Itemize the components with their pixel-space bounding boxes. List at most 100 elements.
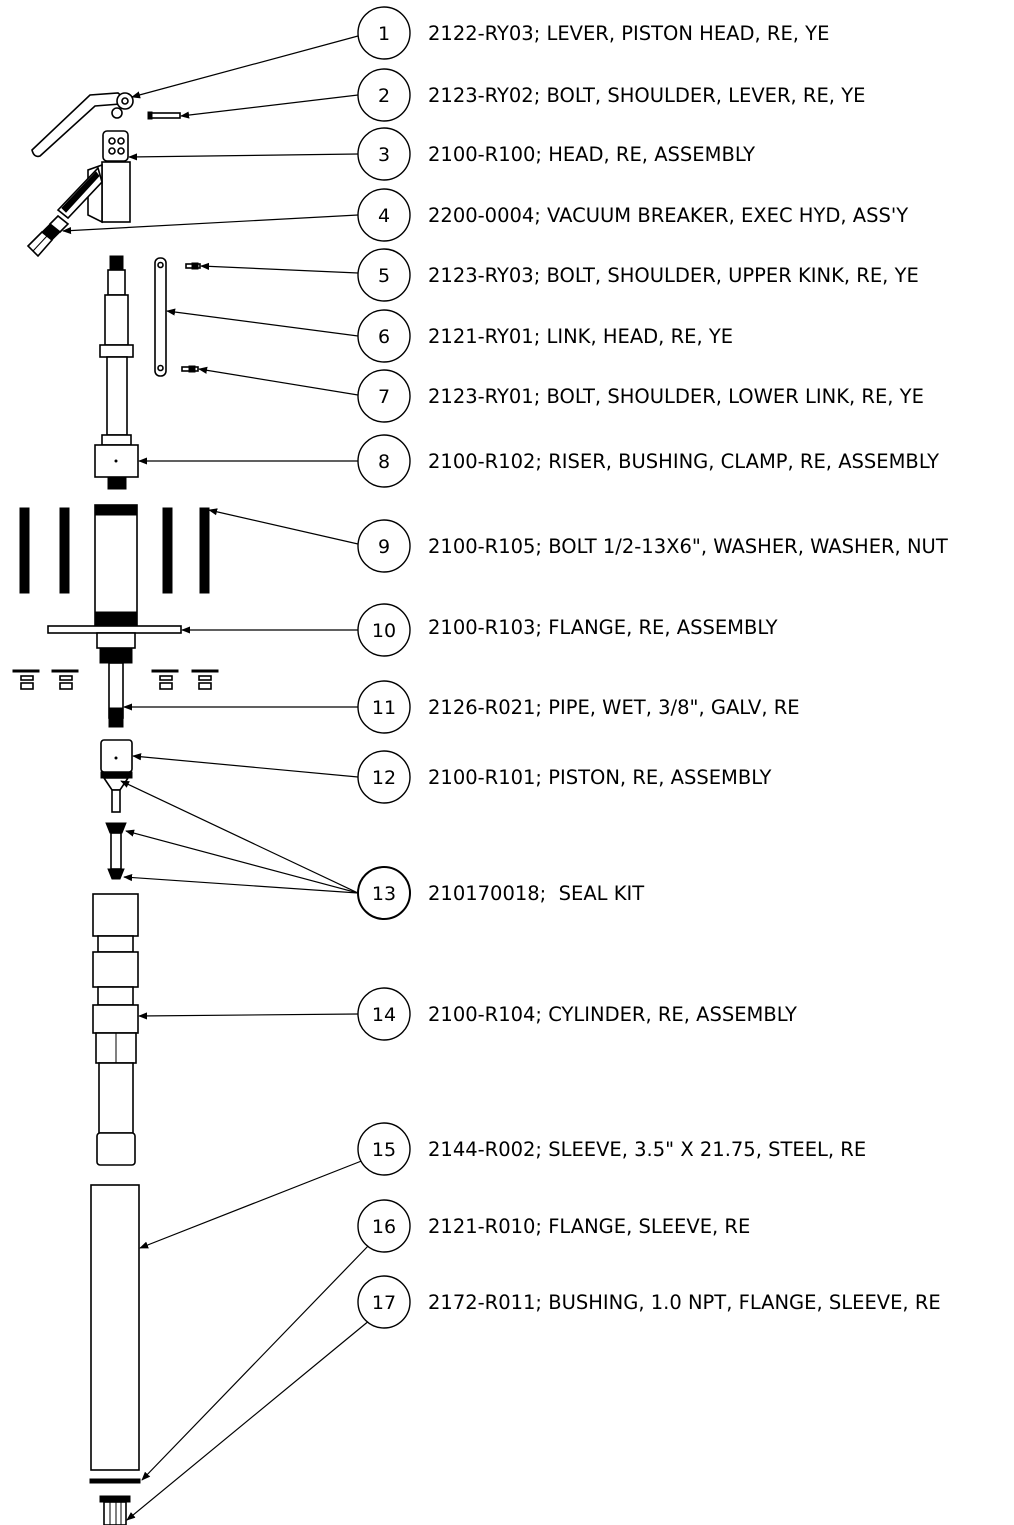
leader-16 xyxy=(141,1243,371,1481)
balloon-number: 10 xyxy=(372,620,396,642)
part-head-assembly xyxy=(56,130,131,224)
callout-7: 7 2123-RY01; BOLT, SHOULDER, LOWER LINK,… xyxy=(357,369,924,423)
part-label: 2100-R100; HEAD, RE, ASSEMBLY xyxy=(428,143,755,166)
balloon-15 xyxy=(357,1122,411,1176)
part-upper-bolt xyxy=(185,262,201,270)
part-flange-assembly xyxy=(47,504,182,664)
callout-13: 13 210170018; SEAL KIT xyxy=(357,866,644,920)
callout-10: 10 2100-R103; FLANGE, RE, ASSEMBLY xyxy=(357,603,778,657)
part-piston-rod xyxy=(99,255,134,436)
balloon-number: 17 xyxy=(372,1292,396,1314)
leader-lines xyxy=(62,35,371,1521)
callout-2: 2 2123-RY02; BOLT, SHOULDER, LEVER, RE, … xyxy=(357,68,865,122)
leader-13c xyxy=(123,873,359,894)
balloon-number: 7 xyxy=(378,386,390,408)
balloon-12 xyxy=(357,750,411,804)
part-label: 2123-RY02; BOLT, SHOULDER, LEVER, RE, YE xyxy=(428,84,865,107)
balloon-6 xyxy=(357,309,411,363)
balloon-17 xyxy=(357,1275,411,1329)
callout-14: 14 2100-R104; CYLINDER, RE, ASSEMBLY xyxy=(357,987,797,1041)
balloon-number: 6 xyxy=(378,326,390,348)
callout-1: 1 2122-RY03; LEVER, PISTON HEAD, RE, YE xyxy=(357,6,829,60)
part-piston-assembly xyxy=(100,739,133,813)
balloon-number: 15 xyxy=(372,1139,396,1161)
part-lever xyxy=(31,92,134,158)
callout-3: 3 2100-R100; HEAD, RE, ASSEMBLY xyxy=(357,127,755,181)
callout-6: 6 2121-RY01; LINK, HEAD, RE, YE xyxy=(357,309,733,363)
part-bolts xyxy=(19,507,210,594)
part-label: 2100-R103; FLANGE, RE, ASSEMBLY xyxy=(428,616,778,639)
callout-17: 17 2172-R011; BUSHING, 1.0 NPT, FLANGE, … xyxy=(357,1275,941,1329)
part-wet-pipe xyxy=(108,662,124,728)
leader-7 xyxy=(198,366,359,396)
leader-15 xyxy=(139,1159,365,1249)
leader-3 xyxy=(128,153,359,161)
part-label: 2100-R101; PISTON, RE, ASSEMBLY xyxy=(428,766,771,789)
balloon-number: 2 xyxy=(378,85,390,107)
part-vacuum-breaker xyxy=(26,214,70,258)
balloon-number: 13 xyxy=(372,883,396,905)
part-sleeve-flange xyxy=(89,1478,141,1484)
leader-9 xyxy=(208,508,359,545)
balloon-number: 4 xyxy=(378,205,390,227)
balloon-number: 3 xyxy=(378,144,390,166)
balloon-8 xyxy=(357,434,411,488)
part-link xyxy=(154,257,167,377)
leader-13b xyxy=(125,829,359,894)
leader-5 xyxy=(200,262,359,274)
leader-13a xyxy=(120,780,359,894)
leader-6 xyxy=(166,308,359,337)
balloon-16 xyxy=(357,1199,411,1253)
part-label: 2121-RY01; LINK, HEAD, RE, YE xyxy=(428,325,733,348)
callout-5: 5 2123-RY03; BOLT, SHOULDER, UPPER KINK,… xyxy=(357,248,919,302)
balloon-13 xyxy=(357,866,411,920)
balloon-number: 9 xyxy=(378,536,390,558)
callout-11: 11 2126-R021; PIPE, WET, 3/8", GALV, RE xyxy=(357,680,800,734)
leader-17 xyxy=(126,1319,371,1521)
leader-1 xyxy=(131,35,359,99)
balloon-number: 1 xyxy=(378,23,390,45)
balloon-3 xyxy=(357,127,411,181)
balloon-14 xyxy=(357,987,411,1041)
part-label: 2100-R102; RISER, BUSHING, CLAMP, RE, AS… xyxy=(428,450,939,473)
part-washers-nuts xyxy=(12,669,219,690)
balloon-1 xyxy=(357,6,411,60)
balloon-number: 5 xyxy=(378,265,390,287)
part-lower-bolt xyxy=(181,365,199,373)
balloon-10 xyxy=(357,603,411,657)
balloon-5 xyxy=(357,248,411,302)
part-label: 2100-R105; BOLT 1/2-13X6", WASHER, WASHE… xyxy=(428,535,948,558)
part-label: 2200-0004; VACUUM BREAKER, EXEC HYD, ASS… xyxy=(428,204,908,227)
balloon-7 xyxy=(357,369,411,423)
balloon-number: 14 xyxy=(372,1004,396,1026)
part-cylinder-assembly xyxy=(92,893,139,1166)
leader-2 xyxy=(180,94,359,119)
callout-12: 12 2100-R101; PISTON, RE, ASSEMBLY xyxy=(357,750,771,804)
callout-9: 9 2100-R105; BOLT 1/2-13X6", WASHER, WAS… xyxy=(357,519,948,573)
callout-16: 16 2121-R010; FLANGE, SLEEVE, RE xyxy=(357,1199,750,1253)
part-label: 2123-RY01; BOLT, SHOULDER, LOWER LINK, R… xyxy=(428,385,924,408)
balloon-9 xyxy=(357,519,411,573)
balloon-number: 11 xyxy=(372,697,396,719)
part-label: 2126-R021; PIPE, WET, 3/8", GALV, RE xyxy=(428,696,800,719)
balloon-number: 8 xyxy=(378,451,390,473)
part-label: 210170018; SEAL KIT xyxy=(428,882,644,905)
part-label: 2123-RY03; BOLT, SHOULDER, UPPER KINK, R… xyxy=(428,264,919,287)
part-label: 2122-RY03; LEVER, PISTON HEAD, RE, YE xyxy=(428,22,829,45)
balloon-number: 12 xyxy=(372,767,396,789)
part-bushing xyxy=(99,1495,131,1525)
part-label: 2172-R011; BUSHING, 1.0 NPT, FLANGE, SLE… xyxy=(428,1291,941,1314)
part-riser-bushing xyxy=(94,434,139,490)
leader-4 xyxy=(62,214,359,235)
part-sleeve xyxy=(90,1184,140,1471)
part-shoulder-bolt-lever xyxy=(147,111,181,120)
part-seal-kit xyxy=(105,822,127,880)
callout-15: 15 2144-R002; SLEEVE, 3.5" X 21.75, STEE… xyxy=(357,1122,866,1176)
part-label: 2121-R010; FLANGE, SLEEVE, RE xyxy=(428,1215,750,1238)
leader-12 xyxy=(132,753,359,778)
part-label: 2144-R002; SLEEVE, 3.5" X 21.75, STEEL, … xyxy=(428,1138,866,1161)
balloon-11 xyxy=(357,680,411,734)
balloon-2 xyxy=(357,68,411,122)
balloon-4 xyxy=(357,188,411,242)
